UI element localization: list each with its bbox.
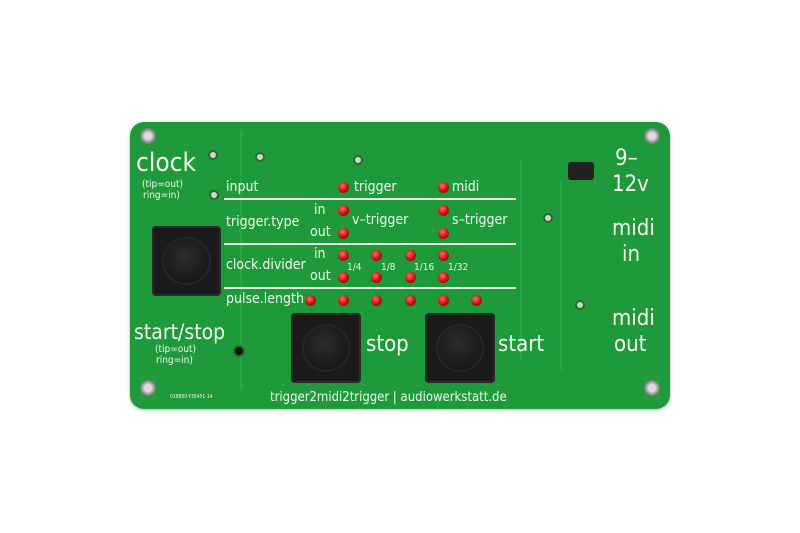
midi-out-label: out — [614, 332, 647, 357]
via — [255, 152, 265, 162]
footer-text: trigger2midi2trigger | audiowerkstatt.de — [270, 390, 507, 405]
via — [209, 190, 219, 200]
power-label: 9– — [615, 146, 638, 171]
input-label: input — [226, 179, 259, 195]
led-div-out — [438, 272, 449, 283]
divider-in-label: in — [314, 246, 326, 262]
s-trigger-label: s–trigger — [452, 212, 508, 228]
clock-divider-label: clock.divider — [226, 257, 306, 273]
start-stop-note: ring=in) — [156, 355, 193, 366]
screw-hole — [140, 380, 156, 396]
pcb-trace — [520, 160, 522, 360]
trigger-type-label: trigger.type — [226, 214, 300, 230]
led-div-in — [371, 250, 382, 261]
led-type-in-s — [438, 205, 449, 216]
v-trigger-label: v–trigger — [352, 212, 409, 228]
midi-in-label: in — [622, 242, 641, 267]
via — [353, 155, 363, 165]
pulse-length-label: pulse.length — [226, 291, 304, 307]
screw-hole — [644, 380, 660, 396]
led-type-in-v — [338, 205, 349, 216]
led-pulse — [405, 295, 416, 306]
midi-label: midi — [452, 179, 480, 195]
start-stop-label: start/stop — [134, 320, 226, 344]
via — [575, 300, 585, 310]
midi-out-label: midi — [612, 306, 655, 331]
screw-hole — [644, 128, 660, 144]
led-type-out-v — [338, 228, 349, 239]
led-input-trigger — [338, 182, 349, 193]
led-div-out — [405, 272, 416, 283]
clock-note: ring=in) — [143, 190, 180, 201]
start-label: start — [498, 332, 545, 357]
led-pulse — [438, 295, 449, 306]
divider — [224, 198, 516, 200]
button-cap — [437, 325, 483, 371]
serial-number: 018850-Y35451-14 — [170, 394, 213, 400]
clock-label: clock — [136, 148, 197, 178]
pcb-trace — [560, 180, 562, 370]
stop-button[interactable] — [291, 313, 361, 383]
led-pulse — [471, 295, 482, 306]
divider-out-label: out — [310, 268, 331, 284]
in-label: in — [314, 202, 326, 218]
led-div-out — [338, 272, 349, 283]
out-label: out — [310, 224, 331, 240]
divider-value: 1/8 — [381, 262, 396, 273]
start-stop-note: (tip=out) — [155, 344, 197, 355]
led-input-midi — [438, 182, 449, 193]
clock-note: (tip=out) — [142, 179, 184, 190]
divider-value: 1/4 — [347, 262, 362, 273]
button-cap — [303, 325, 349, 371]
divider — [224, 243, 516, 245]
midi-in-label: midi — [612, 216, 655, 241]
led-pulse — [371, 295, 382, 306]
trigger-label: trigger — [354, 179, 397, 195]
via — [543, 213, 553, 223]
clock-button[interactable] — [152, 226, 221, 296]
pcb-trace — [240, 130, 242, 390]
power-label: 12v — [612, 172, 649, 197]
led-div-out — [371, 272, 382, 283]
button-cap — [164, 238, 209, 284]
jack-hole — [233, 345, 245, 357]
screw-hole — [140, 128, 156, 144]
led-pulse — [305, 295, 316, 306]
led-pulse — [338, 295, 349, 306]
led-type-out-s — [438, 228, 449, 239]
divider-value: 1/16 — [414, 262, 435, 273]
power-connector — [568, 162, 594, 180]
start-button[interactable] — [425, 313, 495, 383]
divider-value: 1/32 — [448, 262, 469, 273]
via — [208, 150, 218, 160]
stop-label: stop — [366, 332, 409, 357]
led-div-in — [438, 250, 449, 261]
divider — [224, 287, 516, 289]
led-div-in — [338, 250, 349, 261]
led-div-in — [405, 250, 416, 261]
